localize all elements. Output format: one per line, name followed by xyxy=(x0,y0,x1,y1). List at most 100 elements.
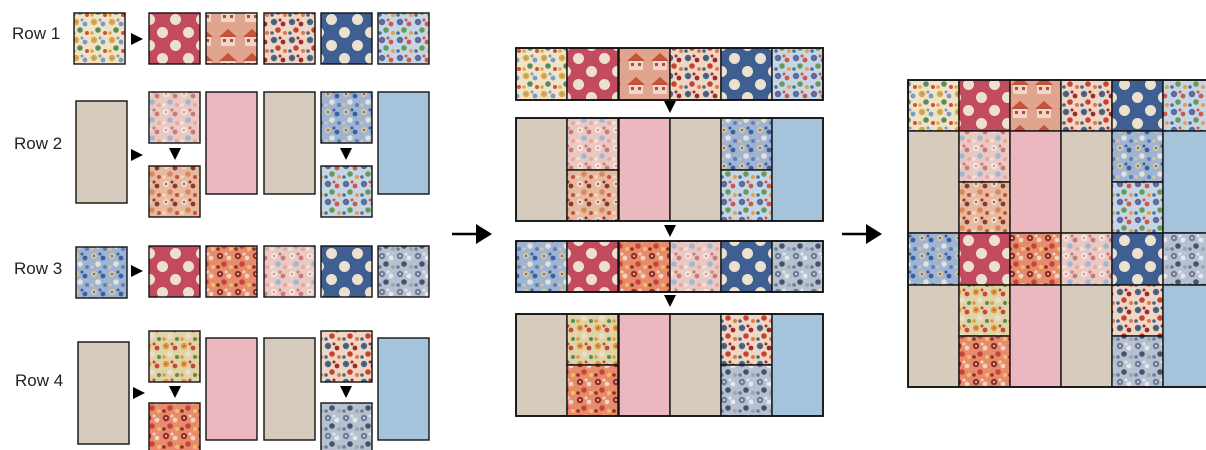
connector-arrow-icon xyxy=(169,148,181,160)
quilt-row1-square xyxy=(959,80,1010,131)
row4-rectangle xyxy=(378,338,429,440)
joined-row2-square xyxy=(567,170,618,221)
row4-start-rectangle xyxy=(78,342,129,444)
quilt-row4-square xyxy=(1112,285,1163,336)
step-arrow-icon xyxy=(131,33,143,45)
joined-row2-rectangle xyxy=(516,118,567,221)
row4-square-bottom xyxy=(149,403,200,450)
row3-square xyxy=(321,246,372,297)
joined-row2-square xyxy=(721,118,772,170)
row2-square-bottom xyxy=(321,166,372,217)
joined-row3-square xyxy=(721,241,772,292)
row2-rectangle xyxy=(378,92,429,194)
row-label-3: Row 3 xyxy=(14,259,62,279)
quilt-row1-square xyxy=(1061,80,1112,131)
quilt-row3-square xyxy=(1010,233,1061,285)
quilt-row4-rectangle xyxy=(1163,285,1206,387)
row1-start-square xyxy=(74,13,125,64)
quilt-row1-square xyxy=(908,80,959,131)
quilt-row2-rectangle xyxy=(1163,131,1206,233)
connector-arrow-icon xyxy=(664,225,676,237)
quilt-row2-square xyxy=(1112,182,1163,233)
joined-row4-square xyxy=(721,365,772,416)
joined-row3-square xyxy=(670,241,721,292)
quilt-row2-rectangle xyxy=(908,131,959,233)
quilt-row4-square xyxy=(1112,336,1163,387)
joined-row2-rectangle xyxy=(772,118,823,221)
row2-square-top xyxy=(321,92,372,143)
row-label-2: Row 2 xyxy=(14,134,62,154)
connector-arrow-icon xyxy=(664,295,676,307)
quilt-row3-square xyxy=(908,233,959,285)
joined-row3-square xyxy=(772,241,823,292)
row4-square-bottom xyxy=(321,403,372,450)
row2-rectangle xyxy=(206,92,257,194)
row-label-1: Row 1 xyxy=(12,24,60,44)
step-arrow-icon xyxy=(131,149,143,161)
joined-row3-square xyxy=(567,241,618,292)
row4-rectangle xyxy=(264,338,315,440)
row3-square xyxy=(264,246,315,297)
joined-row2-square xyxy=(721,170,772,221)
row1-square xyxy=(206,13,257,64)
row2-start-rectangle xyxy=(76,101,127,203)
joined-row4-rectangle xyxy=(516,314,567,416)
joined-row1-square xyxy=(670,48,721,100)
quilt-row4-rectangle xyxy=(1010,285,1061,387)
joined-row1-square xyxy=(516,48,567,100)
joined-row2-rectangle xyxy=(670,118,721,221)
quilt-row1-square xyxy=(1010,80,1061,131)
joined-row1-square xyxy=(619,48,670,100)
process-arrow-icon xyxy=(842,224,882,244)
quilt-row3-square xyxy=(1112,233,1163,285)
quilt-row4-rectangle xyxy=(908,285,959,387)
quilt-row3-square xyxy=(1061,233,1112,285)
joined-row4-square xyxy=(721,314,772,365)
connector-arrow-icon xyxy=(664,101,676,113)
quilt-row2-square xyxy=(959,182,1010,233)
quilt-row2-rectangle xyxy=(1010,131,1061,233)
quilt-row2-square xyxy=(959,131,1010,182)
joined-row1-square xyxy=(721,48,772,100)
joined-row3-square xyxy=(516,241,567,292)
connector-arrow-icon xyxy=(340,148,352,160)
row2-square-top xyxy=(149,92,200,143)
row4-square-top xyxy=(321,331,372,382)
joined-row4-rectangle xyxy=(670,314,721,416)
quilt-row2-rectangle xyxy=(1061,131,1112,233)
joined-row4-rectangle xyxy=(772,314,823,416)
joined-row1-square xyxy=(772,48,823,100)
row-label-4: Row 4 xyxy=(15,371,63,391)
step-arrow-icon xyxy=(131,265,143,277)
row3-start-square xyxy=(76,247,127,298)
row4-rectangle xyxy=(206,338,257,440)
step-arrow-icon xyxy=(133,387,145,399)
joined-row4-square xyxy=(567,365,618,416)
row3-square xyxy=(378,246,429,297)
quilt-row3-square xyxy=(1163,233,1206,285)
connector-arrow-icon xyxy=(340,386,352,398)
row3-square xyxy=(149,246,200,297)
quilt-row4-square xyxy=(959,336,1010,387)
quilt-row3-square xyxy=(959,233,1010,285)
row1-square xyxy=(149,13,200,64)
quilt-row1-square xyxy=(1112,80,1163,131)
quilt-row2-square xyxy=(1112,131,1163,182)
joined-row2-rectangle xyxy=(619,118,670,221)
row2-rectangle xyxy=(264,92,315,194)
row1-square xyxy=(264,13,315,64)
joined-row4-square xyxy=(567,314,618,365)
joined-row1-square xyxy=(567,48,618,100)
connector-arrow-icon xyxy=(169,386,181,398)
row4-square-top xyxy=(149,331,200,382)
joined-row2-square xyxy=(567,118,618,170)
quilt-row4-square xyxy=(959,285,1010,336)
row3-square xyxy=(206,246,257,297)
quilt-row4-rectangle xyxy=(1061,285,1112,387)
quilt-row1-square xyxy=(1163,80,1206,131)
row1-square xyxy=(378,13,429,64)
row2-square-bottom xyxy=(149,166,200,217)
joined-row3-square xyxy=(619,241,670,292)
row1-square xyxy=(321,13,372,64)
